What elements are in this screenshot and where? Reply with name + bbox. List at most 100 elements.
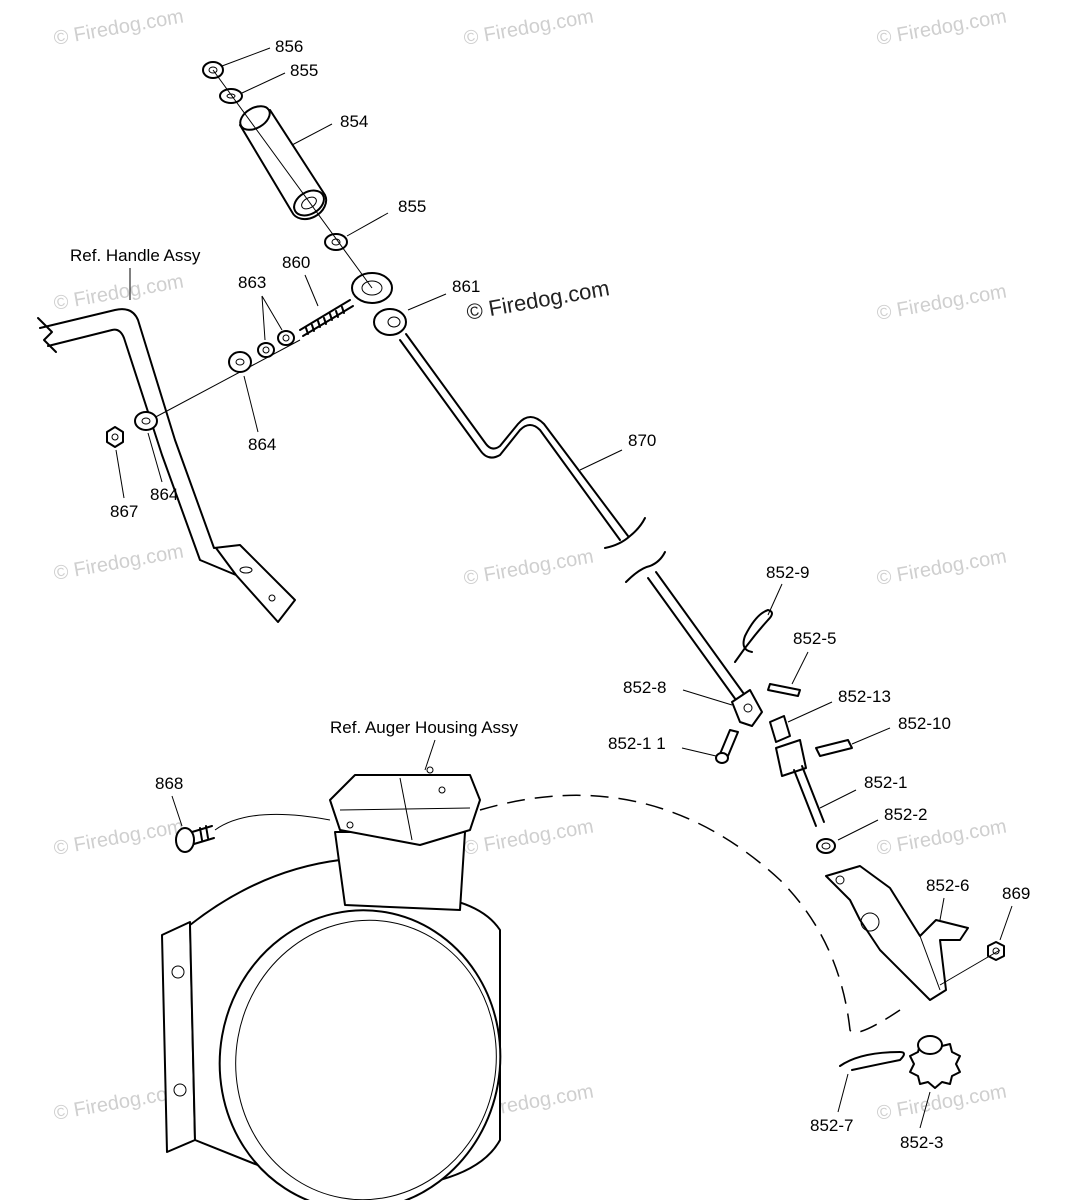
washer-864-lower <box>134 411 158 431</box>
bushing-861-hole <box>387 316 401 328</box>
nut-863-b <box>277 330 295 346</box>
rod-870-upper <box>399 333 629 541</box>
leader-852-3 <box>919 1091 931 1129</box>
auger-housing-flange-hole-a <box>171 965 185 979</box>
ref-auger-housing-assy: Ref. Auger Housing Assy <box>330 718 519 737</box>
leader-852-7 <box>837 1073 849 1113</box>
ref-handle-assy: Ref. Handle Assy <box>70 246 201 265</box>
leader-852-1 <box>819 789 857 809</box>
clevis-852-8-hole <box>743 703 753 713</box>
watermark: © Firedog.com <box>462 5 595 49</box>
bracket-axis-line <box>939 949 1001 986</box>
auger-housing-opening-inner <box>235 919 497 1200</box>
leader-869 <box>999 905 1013 941</box>
upper-axis-line <box>212 69 373 289</box>
leader-852-11 <box>681 747 717 757</box>
hairpin-852-9 <box>734 609 773 663</box>
bolt-868-head <box>175 827 195 853</box>
hairpin-852-7 <box>839 1051 905 1071</box>
watermark: © Firedog.com <box>462 545 595 589</box>
leader-855-top <box>241 72 286 94</box>
pin-852-10 <box>815 739 853 757</box>
watermark: © Firedog.com <box>875 1080 1008 1124</box>
leader-854 <box>291 123 333 146</box>
leader-852-6 <box>939 897 945 921</box>
bolt-868-shank <box>191 825 215 845</box>
nut-863-a <box>257 342 275 358</box>
auger-housing-drawing <box>161 766 502 1200</box>
gear-852-3-hub <box>917 1035 943 1055</box>
callout-852-5: 852-5 <box>793 629 836 648</box>
callout-852-2: 852-2 <box>884 805 927 824</box>
bracket-852-6-hole-a <box>835 875 845 885</box>
callout-852-10: 852-10 <box>898 714 951 733</box>
callout-861: 861 <box>452 277 480 296</box>
rod-870-break-upper <box>604 517 646 549</box>
callout-852-7: 852-7 <box>810 1116 853 1135</box>
leader-864-lower <box>147 432 163 483</box>
washer-852-2-hole <box>821 842 831 850</box>
rod-870-break-lower <box>625 551 666 583</box>
leader-ref-auger <box>424 739 436 771</box>
washer-864-upper-hole <box>235 358 245 366</box>
watermark-featured: © Firedog.com <box>465 275 612 325</box>
watermark: © Firedog.com <box>462 815 595 859</box>
leader-852-2 <box>837 819 879 841</box>
leader-868 <box>171 795 183 827</box>
linkage-hardware <box>715 609 1005 1089</box>
chute-top-plate-edge <box>399 777 413 841</box>
auger-housing-opening <box>218 909 502 1200</box>
rod-870-lower <box>647 571 745 701</box>
leader-870 <box>579 449 623 471</box>
chute-rotation-arc <box>479 794 901 1034</box>
leader-852-8 <box>682 689 733 706</box>
callout-856: 856 <box>275 37 303 56</box>
watermark: © Firedog.com <box>52 5 185 49</box>
callout-852-11: 852-1 1 <box>608 734 666 753</box>
callout-855-top: 855 <box>290 61 318 80</box>
hex-nut-867-hole <box>111 433 119 441</box>
callout-854: 854 <box>340 112 368 131</box>
upper-stack-hardware <box>202 61 373 289</box>
tube-854-top-end <box>239 105 271 131</box>
control-rod-assembly <box>373 308 745 701</box>
handle-hardware <box>106 272 393 448</box>
watermark: © Firedog.com <box>875 5 1008 49</box>
leader-860 <box>304 274 319 307</box>
bolt-852-11-head <box>715 752 729 764</box>
callout-852-3: 852-3 <box>900 1133 943 1152</box>
handle-axis-line <box>149 339 301 421</box>
callout-852-1: 852-1 <box>864 773 907 792</box>
callout-852-6: 852-6 <box>926 876 969 895</box>
callout-852-8: 852-8 <box>623 678 666 697</box>
leader-852-13 <box>787 701 833 723</box>
callout-868: 868 <box>155 774 183 793</box>
auger-housing-flange-hole-b <box>173 1083 187 1097</box>
chute-top-plate-edge <box>339 807 471 811</box>
chute-base <box>334 831 466 911</box>
handle-bar-break <box>37 317 57 353</box>
leader-867 <box>115 449 125 499</box>
handle-slot <box>239 566 253 574</box>
callout-852-13: 852-13 <box>838 687 891 706</box>
callout-864-upper: 864 <box>248 435 276 454</box>
clevis-852-8 <box>731 689 763 727</box>
leader-861 <box>407 293 447 311</box>
leader-863 <box>261 295 283 341</box>
pushnut-856-hole <box>208 66 218 74</box>
callout-855-lower: 855 <box>398 197 426 216</box>
bracket-852-6 <box>825 865 969 1001</box>
bushing-861 <box>373 308 407 336</box>
watermark: © Firedog.com <box>875 280 1008 324</box>
bolt-868-axis <box>214 813 331 831</box>
callout-870: 870 <box>628 431 656 450</box>
leader-852-5 <box>791 651 809 685</box>
coupler-852-13 <box>769 715 791 743</box>
leader-855-lower <box>346 212 389 237</box>
handle-hole <box>268 594 276 602</box>
bracket-852-6-edge <box>919 935 941 991</box>
carriage-bolt-868 <box>175 813 331 853</box>
leader-864-upper <box>243 375 259 433</box>
hex-nut-867 <box>106 426 124 448</box>
